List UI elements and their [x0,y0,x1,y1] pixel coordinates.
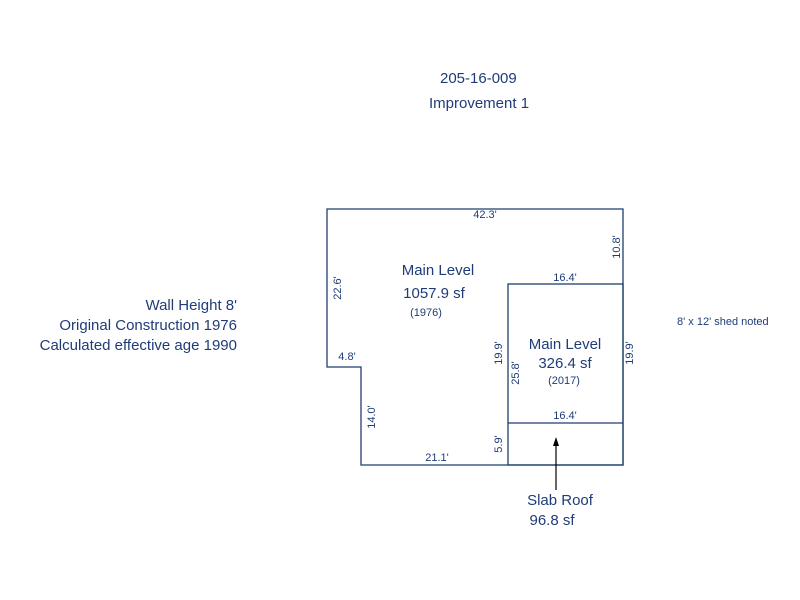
main-level-outline [326,208,624,466]
dim-top: 42.3' [473,209,497,221]
dim-left: 22.6' [332,276,344,300]
dim-right-upper: 10.8' [611,235,623,259]
dim-lower-left: 14.0' [366,405,378,429]
slab-roof-area: 96.8 sf [529,512,575,529]
parcel-id: 205-16-009 [440,70,517,87]
dim-add-bottom: 16.4' [553,410,577,422]
effective-age-note: Calculated effective age 1990 [39,337,237,354]
addition-label: Main Level [529,336,602,353]
shed-note: 8' x 12' shed noted [677,316,769,328]
dim-bottom: 21.1' [425,452,449,464]
slab-roof-label: Slab Roof [527,492,594,509]
dim-add-top: 16.4' [553,272,577,284]
dim-slab-side: 5.9' [493,435,505,452]
wall-height-note: Wall Height 8' [145,297,237,314]
improvement-title: Improvement 1 [429,95,530,112]
original-construction-note: Original Construction 1976 [59,317,237,334]
main-level-year: (1976) [410,307,442,319]
dim-add-right: 19.9' [624,341,636,365]
addition-outline [507,283,624,466]
dim-notch: 4.8' [338,351,355,363]
main-level-label: Main Level [402,262,475,279]
main-level-area: 1057.9 sf [403,285,466,302]
dim-add-left: 19.9' [493,341,505,365]
slab-arrow-head [553,437,559,446]
addition-area: 326.4 sf [538,355,592,372]
dim-add-left-total: 25.8' [510,361,522,385]
addition-year: (2017) [548,375,580,387]
